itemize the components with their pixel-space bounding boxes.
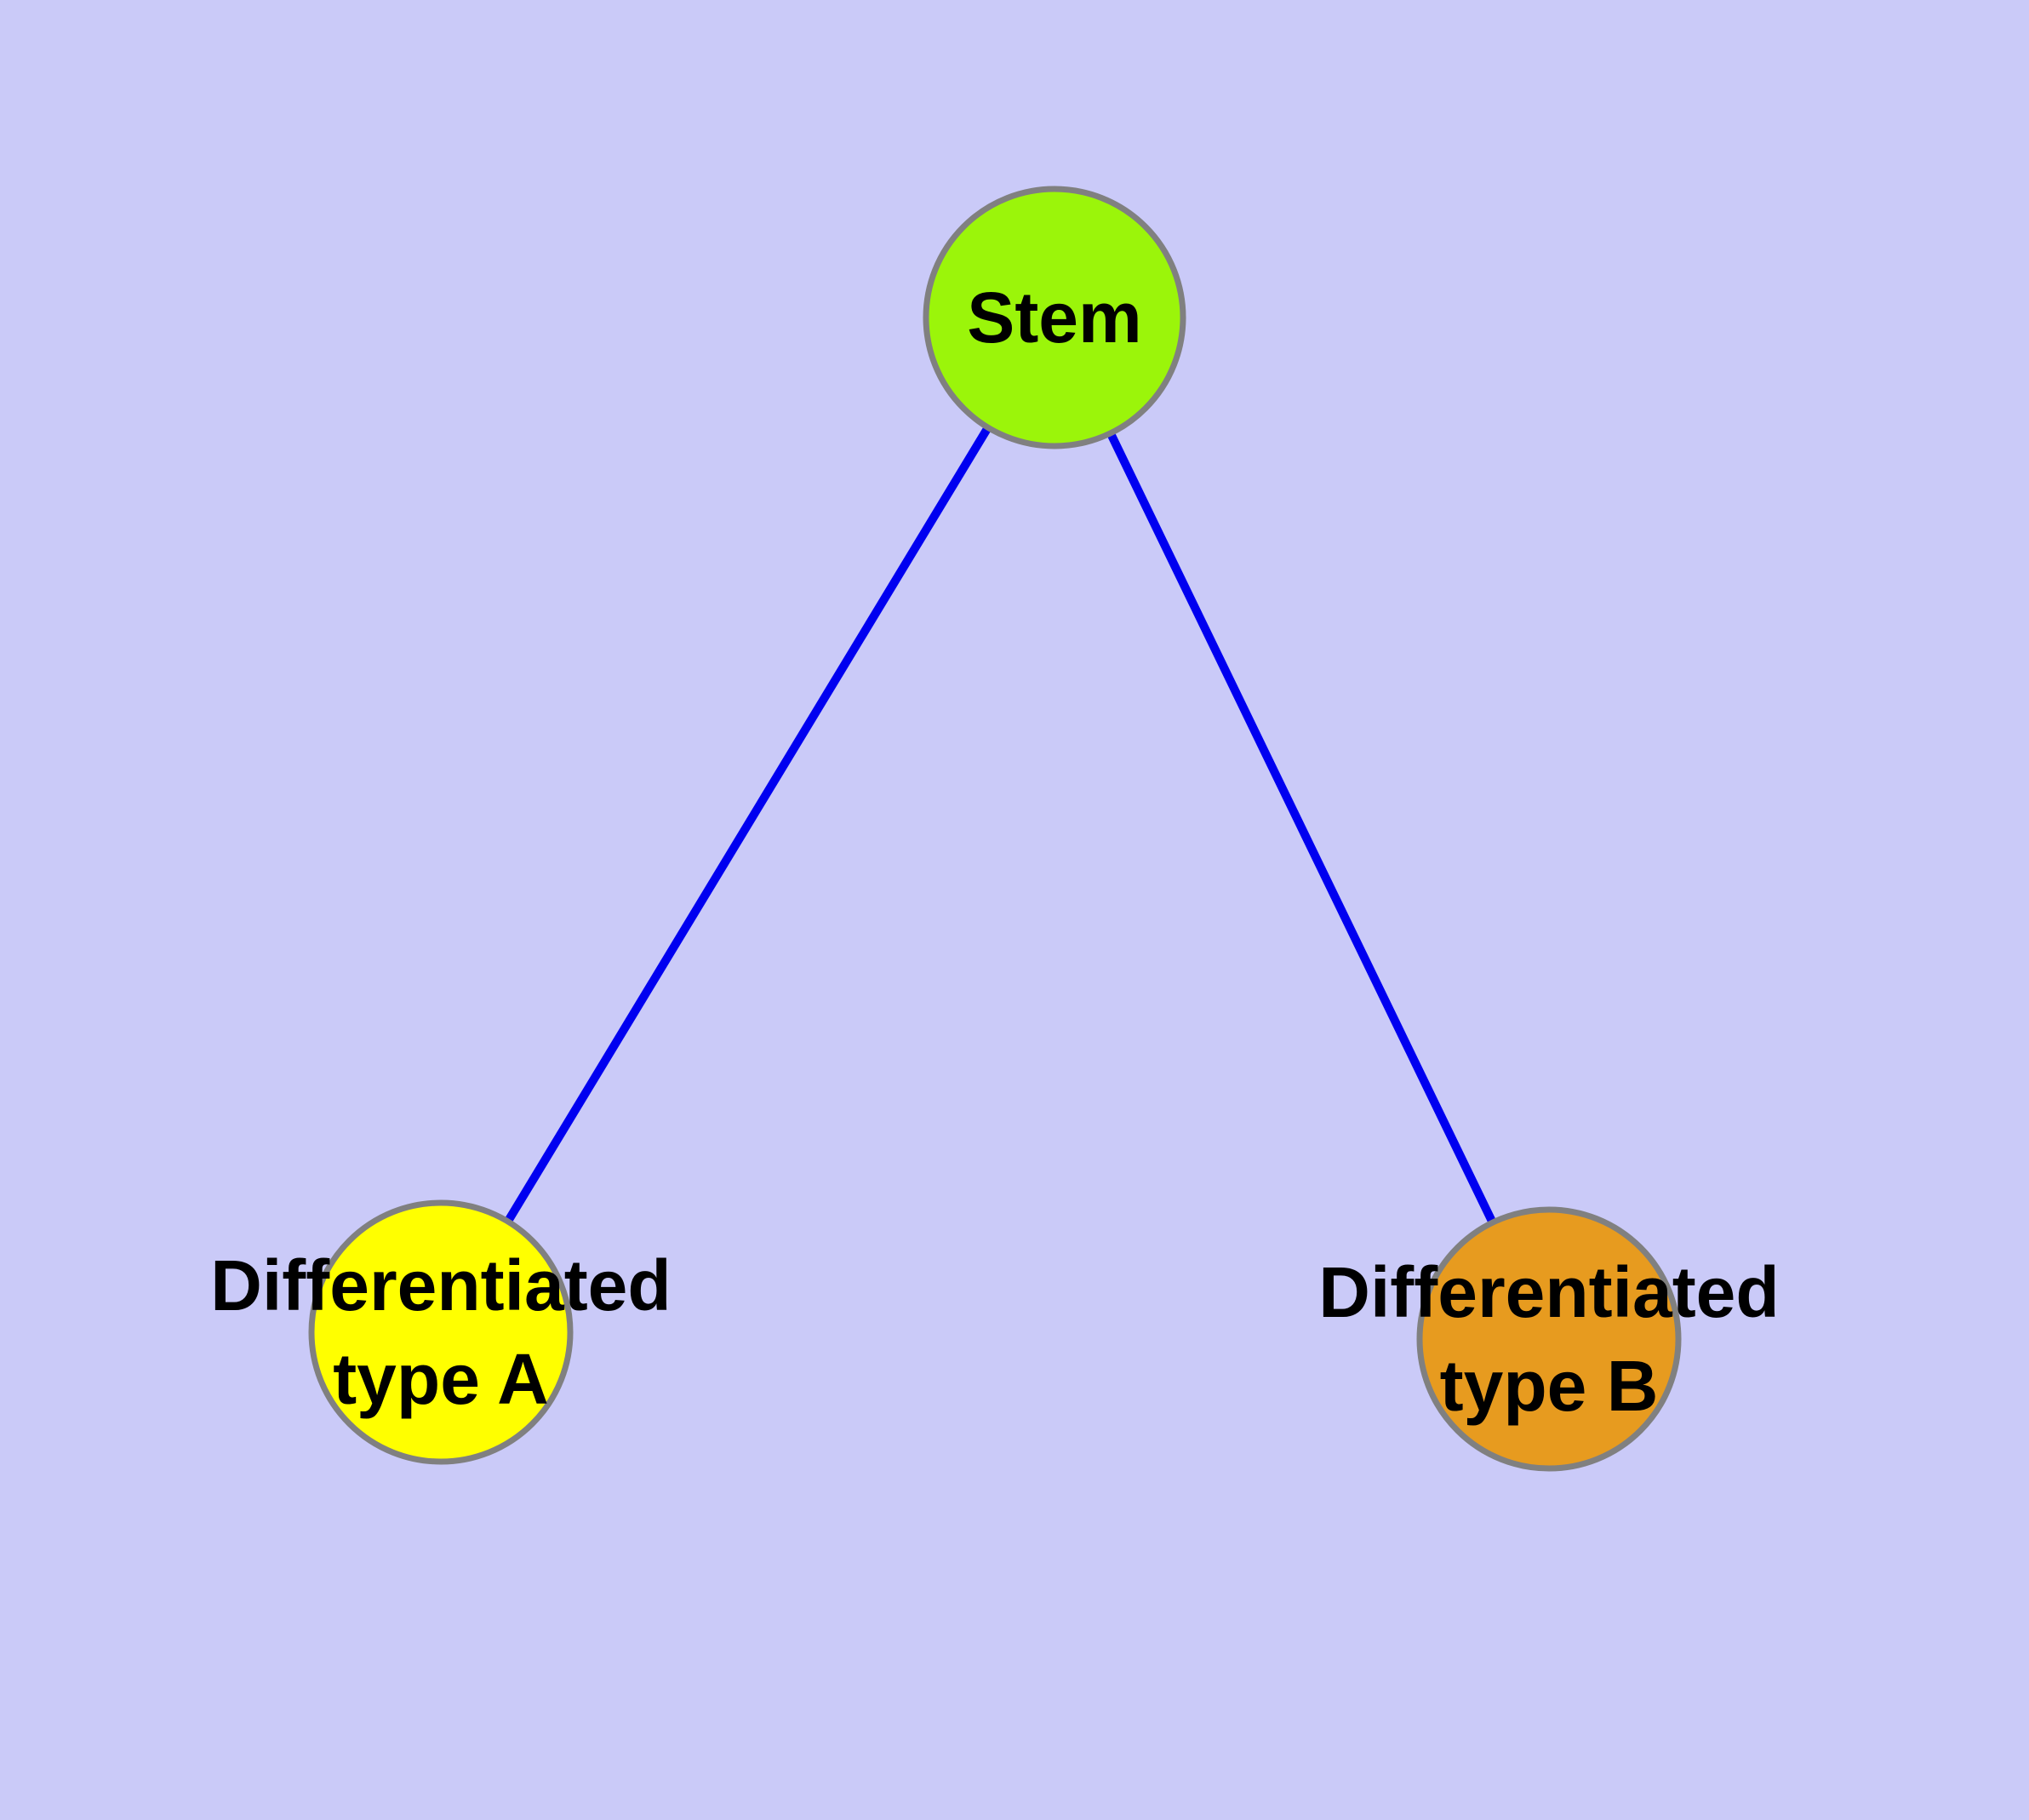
edge-stem-differentiated-b <box>1050 315 1553 1342</box>
node-layer <box>308 186 1682 1472</box>
node-differentiated-b <box>1416 1206 1682 1472</box>
edge-layer <box>437 315 1553 1342</box>
edge-stem-differentiated-a <box>437 315 1059 1335</box>
node-label-differentiated-b: Differentiated type B <box>1318 1251 1780 1426</box>
node-label-differentiated-a: Differentiated type A <box>210 1245 672 1419</box>
node-differentiated-a <box>308 1199 574 1465</box>
node-stem <box>923 186 1186 449</box>
node-label-stem: Stem <box>967 277 1142 358</box>
